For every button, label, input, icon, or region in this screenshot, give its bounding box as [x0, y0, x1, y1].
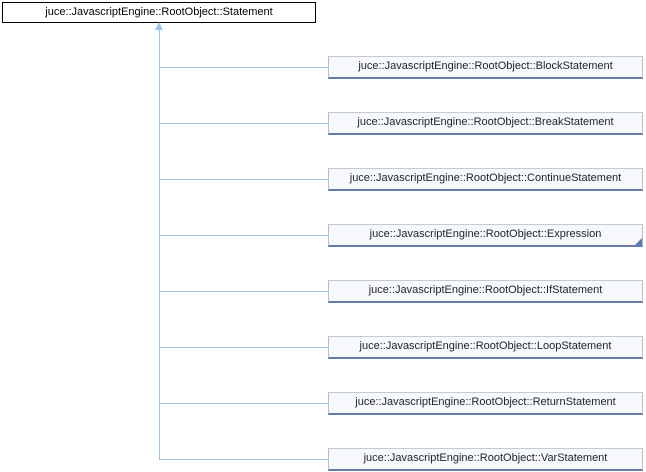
- class-link-label: juce::JavascriptEngine::RootObject::Retu…: [355, 396, 616, 408]
- derived-class-node-returnstatement[interactable]: juce::JavascriptEngine::RootObject::Retu…: [328, 392, 643, 415]
- derived-class-node-loopstatement[interactable]: juce::JavascriptEngine::RootObject::Loop…: [328, 336, 643, 359]
- has-derived-indicator-icon: [635, 238, 642, 245]
- inheritance-edge: [159, 347, 328, 348]
- class-link-label: juce::JavascriptEngine::RootObject::Brea…: [357, 116, 614, 128]
- derived-class-node-breakstatement[interactable]: juce::JavascriptEngine::RootObject::Brea…: [328, 112, 643, 135]
- inheritance-edge: [159, 123, 328, 124]
- derived-class-node-ifstatement[interactable]: juce::JavascriptEngine::RootObject::IfSt…: [328, 280, 643, 303]
- inheritance-arrow-icon: [155, 22, 163, 30]
- inheritance-edge: [159, 179, 328, 180]
- class-link-label: juce::JavascriptEngine::RootObject::Bloc…: [358, 60, 613, 72]
- class-link-label: juce::JavascriptEngine::RootObject::IfSt…: [368, 284, 603, 296]
- class-link-label: juce::JavascriptEngine::RootObject::Cont…: [349, 172, 622, 184]
- inheritance-edge: [159, 291, 328, 292]
- derived-class-node-blockstatement[interactable]: juce::JavascriptEngine::RootObject::Bloc…: [328, 56, 643, 79]
- inheritance-trunk-line: [159, 29, 160, 460]
- inheritance-edge: [159, 235, 328, 236]
- derived-class-node-varstatement[interactable]: juce::JavascriptEngine::RootObject::VarS…: [328, 448, 643, 471]
- derived-class-node-continuestatement[interactable]: juce::JavascriptEngine::RootObject::Cont…: [328, 168, 643, 191]
- inheritance-edge: [159, 67, 328, 68]
- derived-class-node-expression[interactable]: juce::JavascriptEngine::RootObject::Expr…: [328, 224, 643, 247]
- inheritance-edge: [159, 459, 328, 460]
- inheritance-edge: [159, 403, 328, 404]
- class-link-label: juce::JavascriptEngine::RootObject::VarS…: [363, 452, 608, 464]
- class-link-label: juce::JavascriptEngine::RootObject::Loop…: [359, 340, 612, 352]
- base-class-node: juce::JavascriptEngine::RootObject::Stat…: [2, 2, 316, 23]
- class-link-label: juce::JavascriptEngine::RootObject::Expr…: [369, 228, 602, 240]
